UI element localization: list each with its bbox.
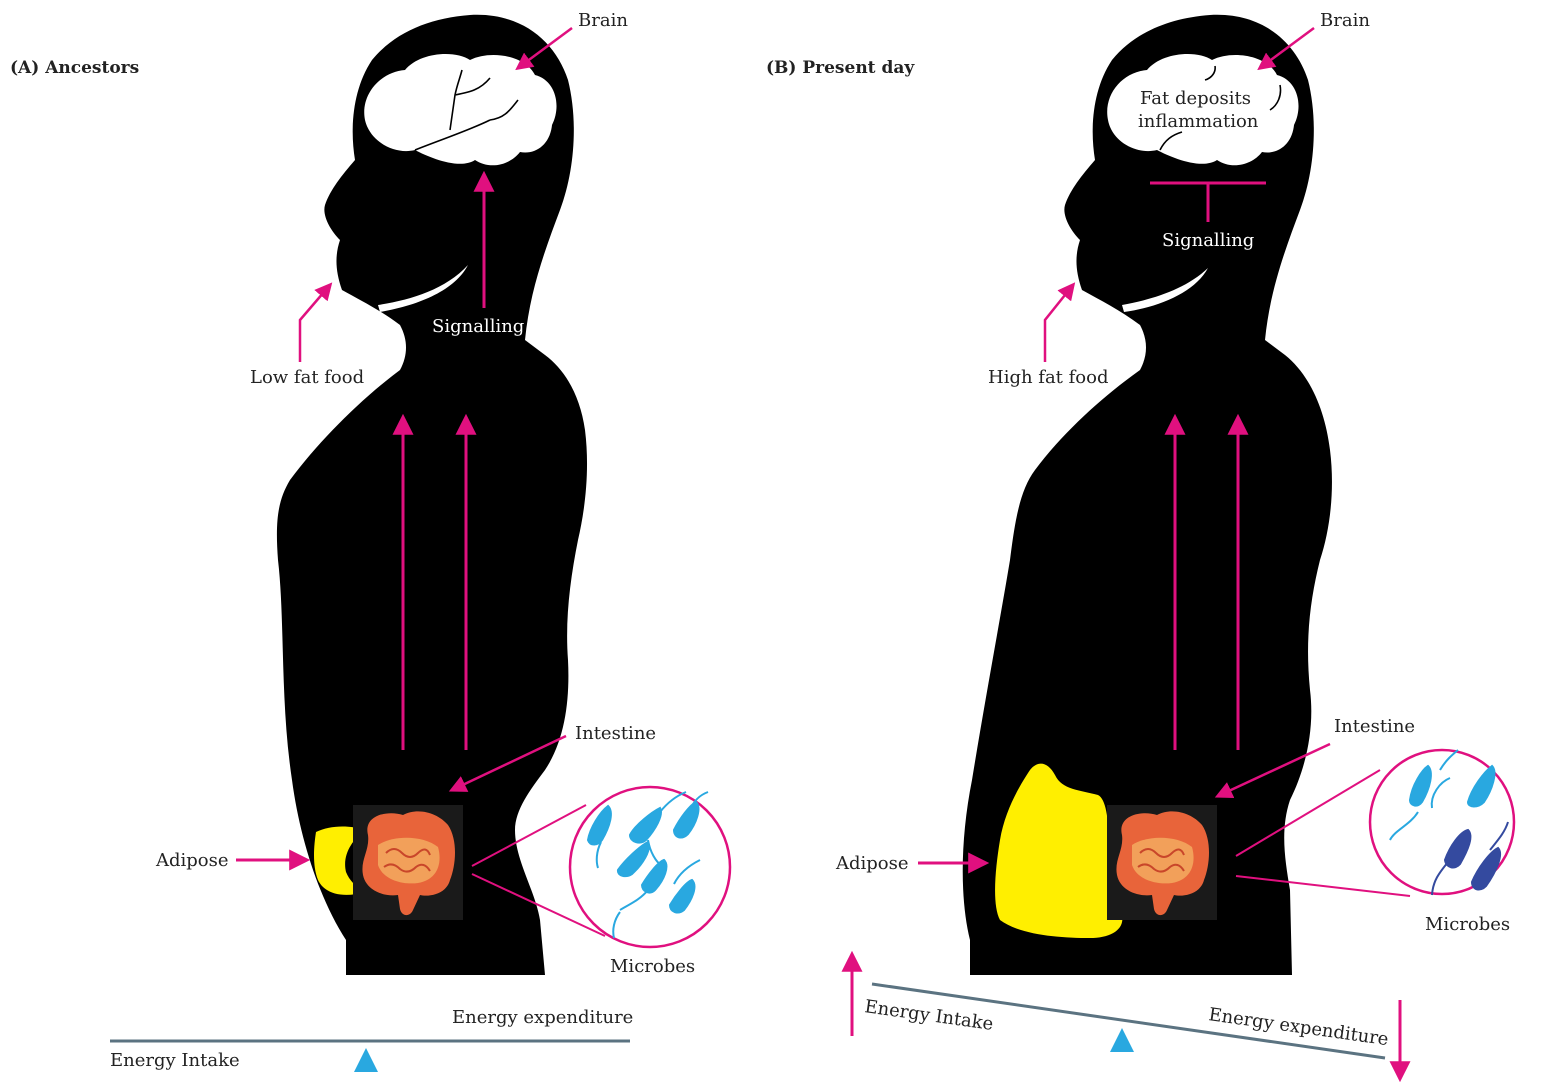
fulcrum-a xyxy=(354,1048,378,1072)
signalling-label-a: Signalling xyxy=(432,316,524,337)
energy-intake-label-a: Energy Intake xyxy=(110,1050,240,1071)
panel-b: (B) Present day Brain Fat deposits infla… xyxy=(766,10,1514,1078)
food-label-b: High fat food xyxy=(988,367,1109,388)
intestine-b xyxy=(1107,805,1217,920)
panel-b-title: (B) Present day xyxy=(766,58,915,78)
microbes-circle-a xyxy=(570,787,730,947)
brain-label-a: Brain xyxy=(578,10,628,31)
intestine-label-b: Intestine xyxy=(1334,716,1415,737)
energy-expenditure-label-a: Energy expenditure xyxy=(452,1007,633,1028)
fulcrum-b xyxy=(1110,1028,1134,1052)
intestine-a xyxy=(353,805,463,920)
signalling-label-b: Signalling xyxy=(1162,230,1254,251)
energy-expenditure-label-b: Energy expenditure xyxy=(1207,1004,1390,1050)
inflammation-label: inflammation xyxy=(1138,111,1259,132)
microbes-label-b: Microbes xyxy=(1425,914,1510,935)
intestine-label-a: Intestine xyxy=(575,723,656,744)
microbes-label-a: Microbes xyxy=(610,956,695,977)
food-label-a: Low fat food xyxy=(250,367,364,388)
fat-deposits-label: Fat deposits xyxy=(1140,88,1251,109)
energy-intake-label-b: Energy Intake xyxy=(863,996,994,1035)
brain-label-b: Brain xyxy=(1320,10,1370,31)
panel-a: (A) Ancestors Brain Signalling Low fat f… xyxy=(10,10,730,1072)
panel-a-title: (A) Ancestors xyxy=(10,58,139,78)
adipose-label-a: Adipose xyxy=(155,850,229,871)
adipose-label-b: Adipose xyxy=(835,853,909,874)
